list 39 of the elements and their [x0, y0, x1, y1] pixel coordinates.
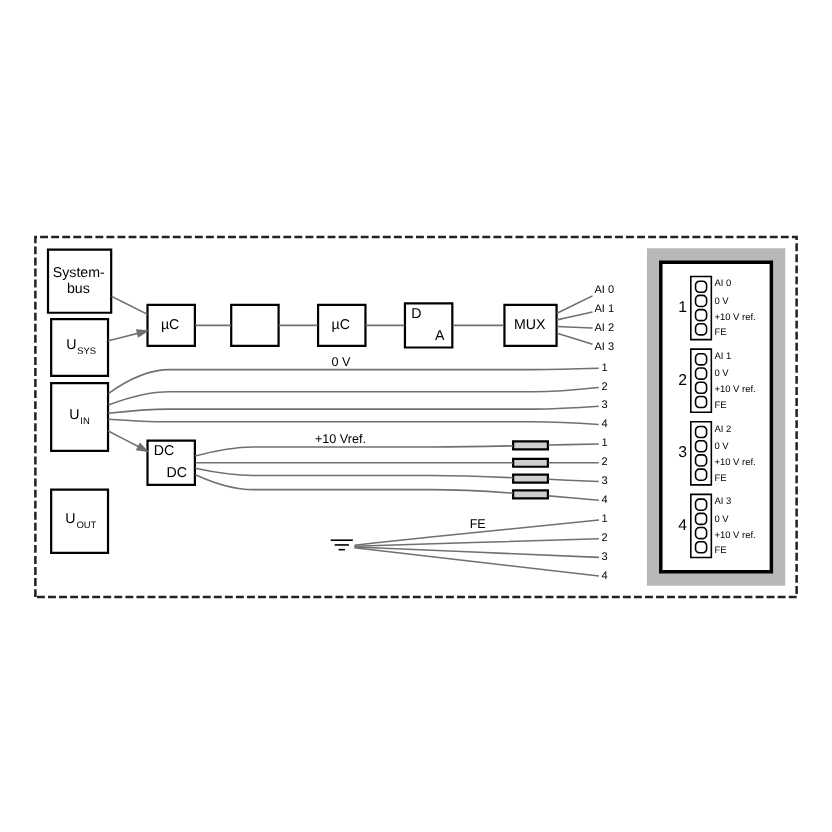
- connector: [194, 323, 232, 326]
- arrow: [107, 328, 150, 341]
- node-box: [512, 472, 549, 483]
- connector: [110, 294, 149, 315]
- connector: [194, 466, 514, 478]
- node-box: [512, 456, 549, 467]
- connector: [547, 494, 600, 501]
- connector: [353, 536, 600, 546]
- connector: [353, 545, 600, 558]
- connector: [107, 385, 600, 405]
- cluster: [34, 234, 798, 598]
- connector: [194, 472, 514, 493]
- node-box: [512, 488, 549, 499]
- connector: [556, 310, 594, 320]
- node-label: 3: [678, 442, 687, 461]
- node-box: [230, 302, 280, 347]
- connector: [107, 417, 600, 425]
- connector: [194, 461, 514, 463]
- cluster: [659, 259, 774, 573]
- connector: [556, 294, 594, 314]
- connector: [547, 461, 600, 463]
- connector: [547, 442, 600, 445]
- node-label: 2: [678, 369, 687, 388]
- connector: [194, 444, 514, 456]
- node-label: 1: [678, 296, 687, 315]
- connector: [365, 323, 406, 326]
- connector: [353, 518, 600, 545]
- connector: [451, 323, 505, 326]
- connector: [107, 404, 600, 414]
- cluster: [646, 247, 786, 585]
- connector: [556, 324, 594, 328]
- connector: [353, 546, 600, 576]
- connector: [556, 331, 594, 344]
- node-label: 4: [678, 514, 687, 533]
- connector: [107, 366, 600, 394]
- connector: [547, 477, 600, 482]
- arrow: [107, 429, 150, 452]
- node-box: [512, 439, 549, 450]
- connector: [278, 323, 319, 326]
